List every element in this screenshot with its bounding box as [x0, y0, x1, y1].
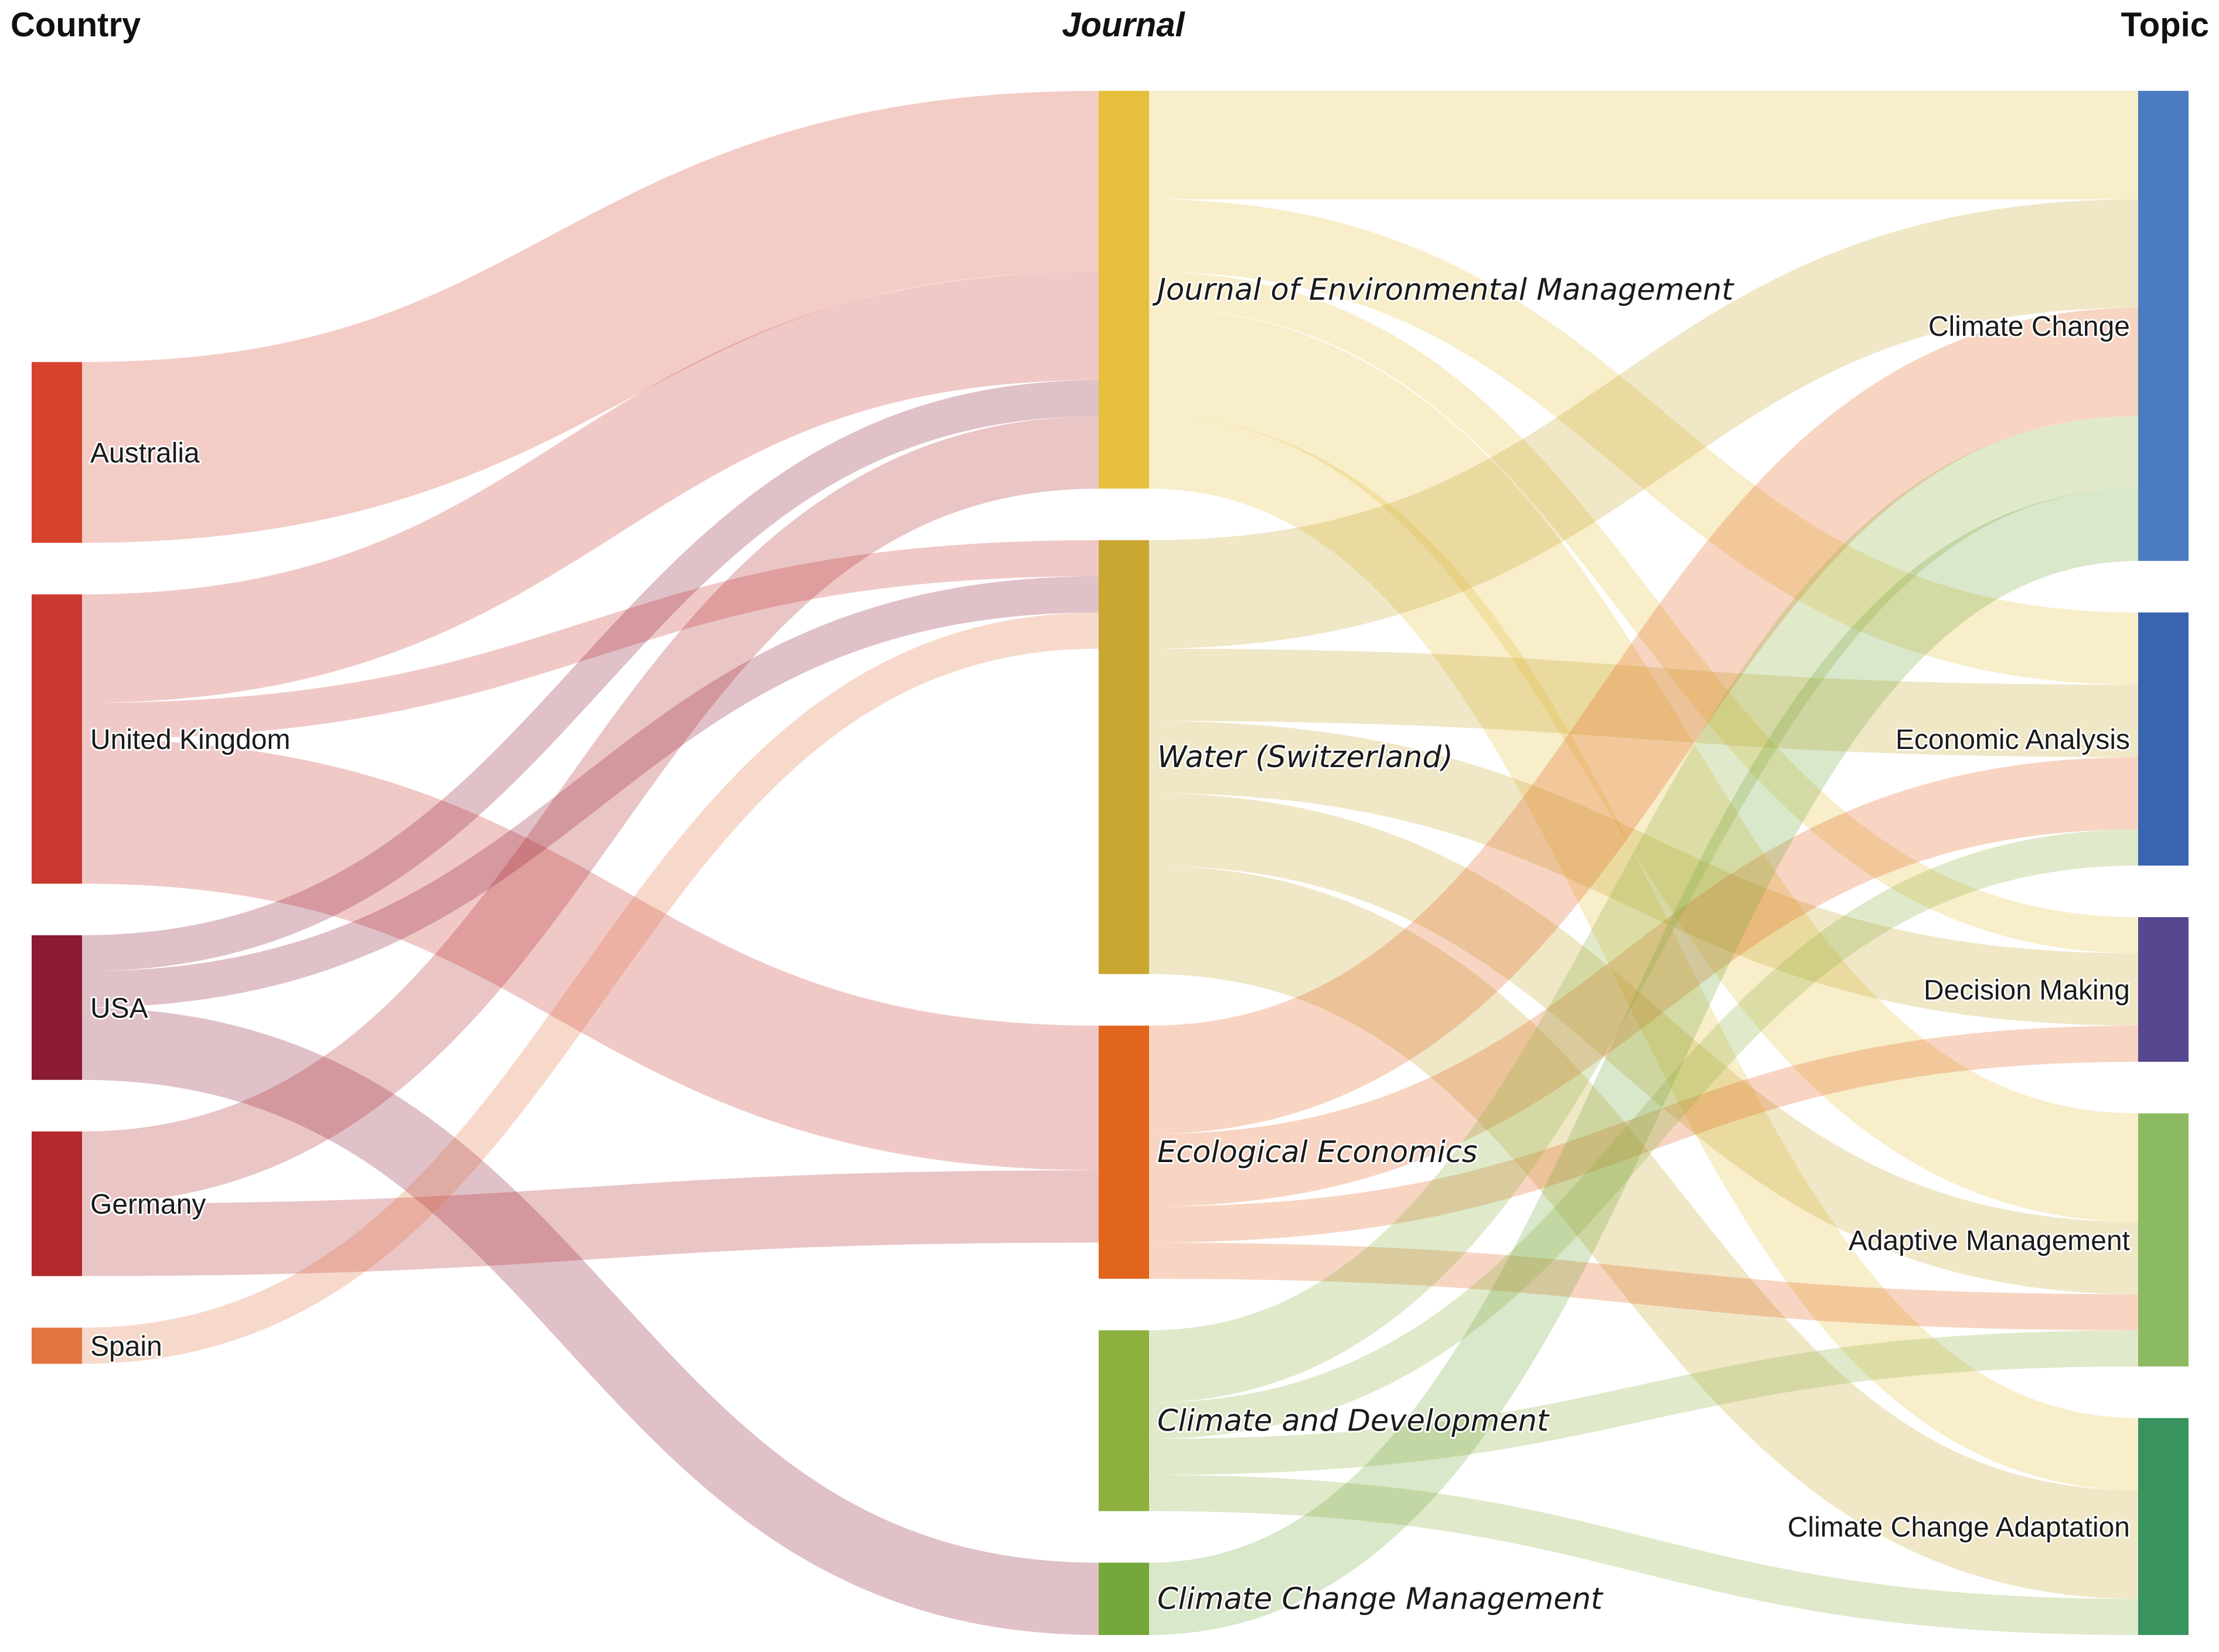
journal-node-climdev — [1099, 1330, 1149, 1511]
journal-topic-link-ccm-cc — [1148, 488, 2139, 1636]
topic-label-am: Adaptive Management — [1849, 1225, 2130, 1256]
country-journal-link-usa-jem — [81, 380, 1099, 972]
journal-topic-link-climdev-cca — [1148, 1474, 2139, 1636]
topic-label-cc: Climate Change — [1928, 311, 2130, 342]
header-topic: Topic — [2121, 6, 2209, 44]
topic-node-am — [2138, 1113, 2189, 1367]
country-label-australia: Australia — [90, 438, 200, 469]
country-journal-link-uk-water — [81, 540, 1099, 740]
topic-label-dm: Decision Making — [1924, 975, 2130, 1006]
country-journal-link-germany-jem — [81, 416, 1099, 1204]
journal-label-ecoecon: Ecological Economics — [1157, 1135, 1478, 1170]
country-node-uk — [32, 594, 82, 884]
journal-topic-link-ecoecon-ea — [1148, 757, 2139, 1207]
country-label-usa: USA — [90, 993, 148, 1024]
topic-label-ea: Economic Analysis — [1896, 724, 2130, 755]
topic-label-cca: Climate Change Adaptation — [1788, 1512, 2130, 1543]
country-label-germany: Germany — [90, 1189, 206, 1220]
journal-topic-link-water-am — [1148, 793, 2139, 1295]
country-journal-link-uk-jem — [81, 271, 1099, 703]
journal-topic-link-jem-ea — [1148, 199, 2139, 685]
country-node-germany — [32, 1131, 82, 1276]
journal-label-climdev: Climate and Development — [1157, 1404, 1550, 1438]
header-journal: Journal — [1062, 6, 1185, 44]
topic-node-cc — [2138, 91, 2189, 561]
journal-label-water: Water (Switzerland) — [1157, 740, 1453, 775]
country-node-usa — [32, 935, 82, 1080]
country-label-uk: United Kingdom — [90, 724, 291, 755]
journal-label-ccm: Climate Change Management — [1157, 1582, 1604, 1616]
topic-node-dm — [2138, 917, 2189, 1062]
journal-topic-link-jem-am — [1148, 308, 2139, 1222]
country-journal-link-spain-water — [81, 612, 1099, 1364]
journal-topic-link-jem-cca — [1148, 416, 2139, 1491]
country-journal-link-usa-water — [81, 576, 1099, 1008]
journal-topic-link-climdev-am — [1148, 1330, 2139, 1475]
journal-label-jem: Journal of Environmental Management — [1152, 273, 1734, 307]
journal-node-ccm — [1099, 1562, 1149, 1635]
journal-topic-link-water-dm — [1148, 721, 2139, 1026]
journal-topic-link-ecoecon-dm — [1148, 1026, 2139, 1243]
country-label-spain: Spain — [90, 1331, 162, 1362]
journal-node-jem — [1099, 91, 1149, 489]
header-country: Country — [11, 6, 141, 44]
journal-topic-link-ecoecon-am — [1148, 1242, 2139, 1331]
country-journal-link-usa-ccm — [81, 1007, 1099, 1636]
topic-node-cca — [2138, 1418, 2189, 1635]
country-node-spain — [32, 1327, 82, 1364]
country-node-australia — [32, 362, 82, 543]
country-journal-link-uk-ecoecon — [81, 739, 1099, 1170]
journal-topic-link-ecoecon-cc — [1148, 308, 2139, 1135]
topic-node-ea — [2138, 612, 2189, 866]
journal-node-ecoecon — [1099, 1026, 1149, 1279]
journal-topic-link-water-cca — [1148, 866, 2139, 1599]
journal-topic-link-water-cc — [1148, 199, 2139, 649]
country-journal-link-australia-jem — [81, 91, 1099, 543]
country-journal-link-germany-ecoecon — [81, 1170, 1099, 1276]
journal-topic-link-water-ea — [1148, 648, 2139, 757]
journal-topic-link-climdev-ea — [1148, 829, 2139, 1439]
flow-links — [81, 90, 2139, 1636]
journal-topic-link-climdev-cc — [1148, 416, 2139, 1403]
journal-topic-link-jem-dm — [1148, 271, 2139, 953]
nodes — [32, 91, 2189, 1635]
journal-node-water — [1099, 540, 1149, 975]
